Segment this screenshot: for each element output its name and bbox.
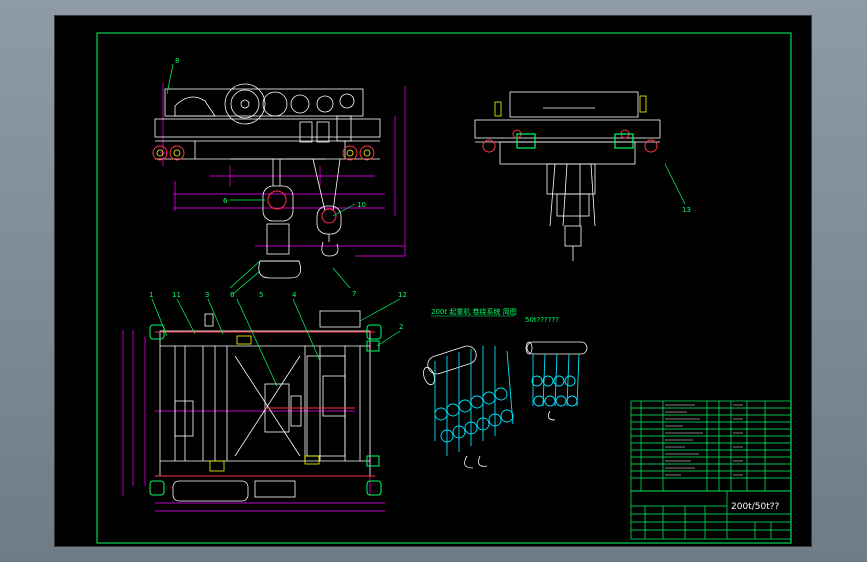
leader-13 — [664, 163, 686, 205]
plan-view-couplings — [209, 335, 320, 472]
part-label-5: 5 — [259, 291, 263, 299]
title-block-drawing-name: 200t/50t?? — [731, 502, 779, 512]
reeving-note-line-2: 50t?????? — [525, 316, 559, 324]
front-view: 8 6 10 7 — [152, 57, 406, 298]
plan-view-wheels — [149, 324, 382, 496]
front-view-dimensions — [160, 83, 406, 257]
trolley-frame — [154, 83, 381, 160]
reeving-drums — [423, 341, 588, 469]
reeving-ropes-main — [434, 346, 514, 456]
title-block: 200t/50t?? — [630, 490, 792, 540]
front-view-leaders — [166, 63, 356, 289]
part-label-1: 1 — [149, 291, 153, 299]
cad-viewport[interactable]: 8 6 10 7 — [54, 15, 812, 547]
part-label-2: 2 — [399, 323, 403, 331]
part-label-4: 4 — [292, 291, 297, 299]
aux-hook-sheave — [321, 208, 337, 224]
main-hook-assembly — [258, 159, 302, 279]
reeving-diagrams: 200t 起重机 卷绕系统 简图 50t?????? — [423, 307, 588, 469]
cad-drawing-canvas[interactable]: 8 6 10 7 — [55, 16, 813, 548]
trolley-wheels — [152, 145, 375, 161]
side-view-motors — [516, 133, 634, 149]
part-label-12: 12 — [398, 291, 407, 299]
plan-view-structure — [159, 310, 371, 502]
part-label-13: 13 — [682, 206, 691, 214]
part-label-10: 10 — [357, 201, 366, 209]
parts-list-table — [630, 400, 792, 492]
reeving-note-line-1: 200t 起重机 卷绕系统 简图 — [431, 307, 517, 316]
title-block-grid — [630, 490, 792, 540]
side-view-wheels — [482, 129, 658, 153]
parts-list-grid — [630, 400, 792, 492]
side-view-accents — [494, 95, 647, 117]
part-label-3: 3 — [205, 291, 209, 299]
side-view: 13 — [474, 91, 691, 261]
plan-view-red-lines — [155, 331, 375, 477]
part-label-6-front: 6 — [223, 197, 228, 205]
part-label-8: 8 — [175, 57, 179, 65]
wheel-hubs — [156, 149, 371, 157]
plan-view-leaders — [151, 270, 401, 387]
plan-view: 1 11 3 6 5 4 12 2 — [122, 270, 407, 512]
plan-view-dimensions — [122, 330, 385, 512]
reeving-ropes-aux — [531, 353, 580, 407]
drawing-frame-border — [96, 32, 792, 544]
part-label-6-plan: 6 — [230, 291, 235, 299]
aux-hook-assembly — [312, 158, 342, 257]
parts-list-entries — [665, 404, 743, 476]
main-hook-sheave — [267, 190, 287, 210]
side-view-frame — [474, 91, 661, 261]
part-label-11: 11 — [172, 291, 181, 299]
part-label-7: 7 — [352, 290, 356, 298]
